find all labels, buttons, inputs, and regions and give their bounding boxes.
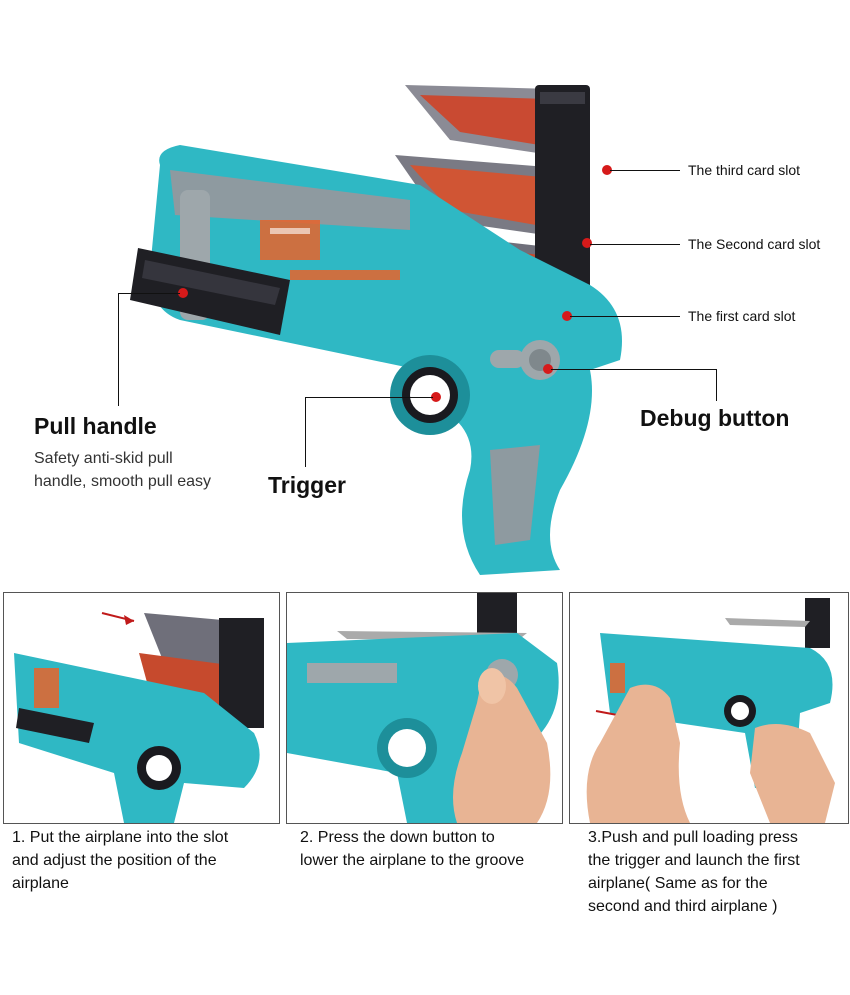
step-1-panel <box>3 592 280 824</box>
second-slot-label: The Second card slot <box>688 236 821 252</box>
step-3-panel <box>569 592 849 824</box>
step-2-panel <box>286 592 563 824</box>
step-2-caption: 2. Press the down button to lower the ai… <box>300 829 525 869</box>
step-1-caption: 1. Put the airplane into the slot and ad… <box>12 829 229 892</box>
main-toy-illustration <box>120 70 660 590</box>
third-slot-label: The third card slot <box>688 162 801 178</box>
first-slot-marker <box>562 311 572 321</box>
pull-handle-desc-line1: Safety anti-skid pull <box>34 450 173 467</box>
step-3-caption: 3.Push and pull loading press the trigge… <box>588 829 800 915</box>
trigger-marker <box>431 392 441 402</box>
debug-button-marker <box>543 364 553 374</box>
pull-handle-desc-line2: handle, smooth pull easy <box>34 473 211 490</box>
second-slot-marker <box>582 238 592 248</box>
trigger-label: Trigger <box>268 472 346 498</box>
card-slot-tower <box>535 85 590 305</box>
third-slot-marker <box>602 165 612 175</box>
pull-handle-title: Pull handle <box>34 413 157 439</box>
debug-button-label: Debug button <box>640 405 790 431</box>
pull-handle-marker <box>178 288 188 298</box>
first-slot-label: The first card slot <box>688 308 796 324</box>
